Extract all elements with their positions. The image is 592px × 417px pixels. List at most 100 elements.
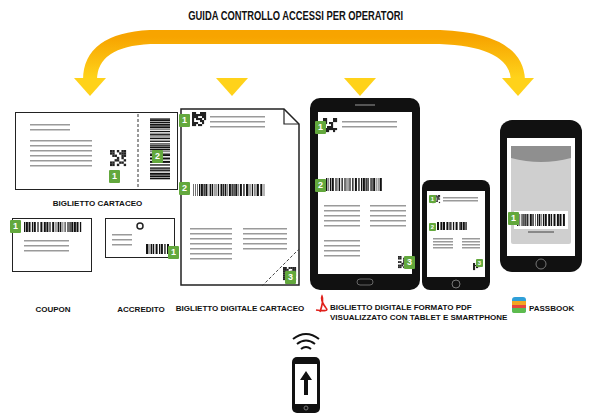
bar: [159, 244, 160, 254]
sheet-outline: [181, 109, 299, 285]
qr-cell: [438, 195, 439, 196]
text-line: [443, 197, 478, 199]
bar: [326, 178, 327, 191]
bar: [342, 178, 343, 191]
pass-code-line: [528, 231, 554, 233]
bar: [361, 178, 362, 191]
text-line: [370, 220, 406, 222]
speaker: [355, 104, 375, 106]
qr-cell: [400, 258, 402, 260]
nfc-wave: [297, 341, 315, 345]
qr-cell: [121, 155, 123, 157]
text-line: [24, 245, 69, 247]
tablet-screen: [318, 112, 412, 274]
bar: [347, 178, 349, 191]
qr-cell: [331, 126, 333, 128]
qr-cell: [202, 116, 204, 118]
qr-cell: [400, 266, 402, 268]
bar: [63, 222, 65, 232]
bar: [327, 178, 329, 191]
qr-cell: [403, 259, 405, 261]
qr-cell: [407, 265, 409, 267]
bar: [150, 161, 170, 163]
arrow-head: [74, 78, 106, 96]
bar: [371, 178, 372, 191]
bar: [235, 184, 237, 196]
text-line: [112, 244, 132, 246]
bar: [254, 184, 256, 196]
bar: [150, 135, 170, 137]
text-line: [324, 220, 360, 222]
text-line: [324, 215, 360, 217]
barcode: [517, 214, 565, 226]
qr-cell: [292, 271, 294, 273]
bar: [149, 244, 151, 254]
text-line: [24, 240, 69, 242]
bar: [537, 214, 538, 226]
qr-cell: [408, 256, 410, 258]
barcode: [146, 244, 169, 254]
bar: [366, 178, 367, 191]
qr-cell: [474, 263, 475, 264]
bar: [74, 222, 76, 232]
qr-cell: [405, 263, 407, 265]
barcode: [326, 178, 382, 191]
qr-code: [432, 195, 440, 203]
bar: [150, 119, 170, 121]
qr-cell: [473, 265, 474, 266]
bar: [150, 128, 170, 130]
qr-cell: [110, 161, 112, 163]
qr-cell: [110, 150, 112, 152]
qr-cell: [194, 112, 196, 114]
bar: [68, 222, 70, 232]
bar: [37, 222, 39, 232]
qr-cell: [476, 267, 477, 268]
home-button: [452, 280, 460, 288]
bar: [545, 214, 547, 226]
qr-cell: [112, 161, 114, 163]
bar: [463, 222, 465, 230]
bar: [554, 214, 556, 226]
bar: [34, 222, 36, 232]
bar: [518, 214, 520, 226]
bar: [450, 222, 451, 230]
bar: [65, 222, 67, 232]
bar: [539, 214, 540, 226]
qr-cell: [202, 122, 204, 124]
qr-cell: [283, 276, 285, 278]
qr-cell: [405, 265, 407, 267]
bar: [560, 214, 562, 226]
qr-cell: [405, 261, 407, 263]
bar: [150, 122, 170, 123]
qr-cell: [325, 130, 327, 132]
text-line: [324, 245, 360, 247]
qr-cell: [477, 267, 478, 268]
qr-cell: [287, 269, 289, 271]
qr-cell: [323, 118, 325, 120]
qr-cell: [115, 159, 117, 161]
qr-cell: [438, 198, 439, 199]
qr-cell: [196, 114, 198, 116]
bar: [61, 222, 63, 232]
qr-cell: [333, 128, 335, 130]
text-line: [190, 233, 232, 235]
bar: [199, 184, 200, 196]
bar: [214, 184, 216, 196]
qr-cell: [194, 122, 196, 124]
bar: [548, 214, 550, 226]
bar: [205, 184, 207, 196]
qr-cell: [329, 128, 331, 130]
qr-cell: [112, 155, 114, 157]
bar: [249, 184, 251, 196]
bar: [150, 143, 170, 145]
qr-cell: [333, 120, 335, 122]
qr-cell: [325, 128, 327, 130]
qr-cell: [110, 152, 112, 154]
bar: [58, 222, 59, 232]
qr-cell: [400, 265, 402, 267]
bar: [523, 214, 524, 226]
bar: [335, 178, 337, 191]
home-button: [536, 259, 546, 269]
callout-number: 3: [476, 259, 483, 267]
home-button: [304, 406, 308, 410]
